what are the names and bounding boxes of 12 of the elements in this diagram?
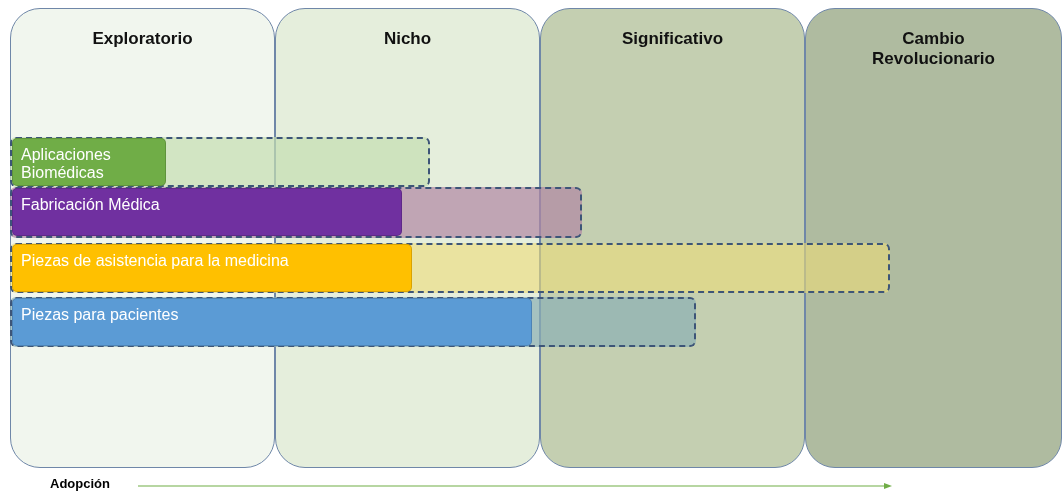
axis-label: Adopción <box>50 476 110 491</box>
bar-label: Fabricación Médica <box>20 195 161 215</box>
column-heading: Nicho <box>382 29 433 49</box>
column-heading: Exploratorio <box>91 29 194 49</box>
column-heading: Significativo <box>620 29 725 49</box>
bar-label: Piezas de asistencia para la medicina <box>20 251 290 271</box>
bar-label: Piezas para pacientes <box>20 305 180 325</box>
stage-column <box>540 8 805 468</box>
bar-label: Aplicaciones Biomédicas <box>20 145 112 183</box>
stage-column <box>805 8 1062 468</box>
column-heading: Cambio Revolucionario <box>871 29 996 69</box>
category-bar <box>12 138 166 186</box>
